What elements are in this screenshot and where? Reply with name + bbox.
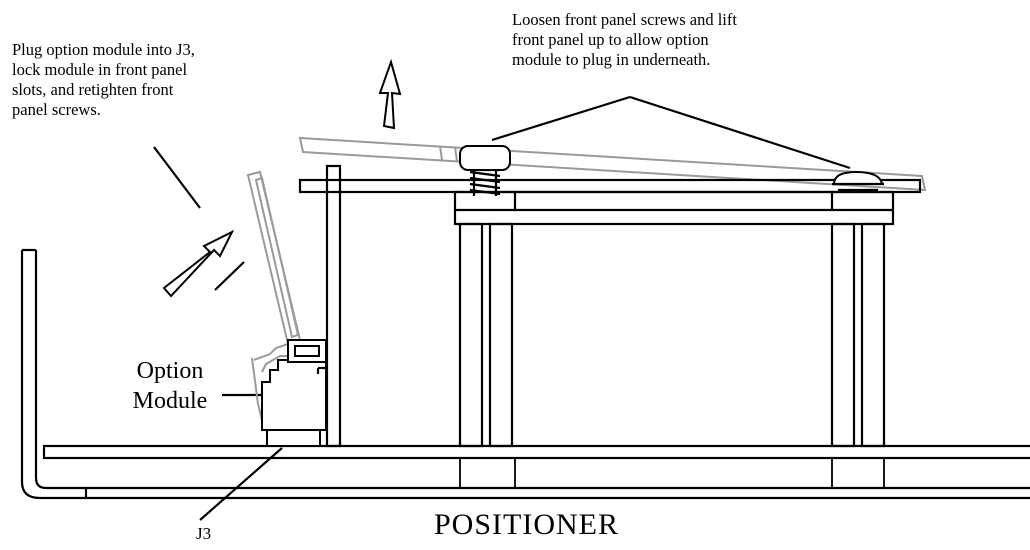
loosen-instruction-line: Loosen front panel screws and lift — [512, 10, 737, 29]
front-panel-assembly — [298, 136, 927, 448]
loosen-instruction-line: module to plug in underneath. — [512, 50, 711, 69]
chassis-base — [20, 248, 1030, 500]
support-columns — [458, 222, 886, 448]
install-instruction-line: lock module in front panel — [12, 60, 188, 79]
j3-label: J3 — [196, 524, 212, 543]
lift-up-arrow-icon — [378, 58, 402, 130]
positioner-label: POSITIONER — [434, 508, 620, 541]
install-instruction-line: slots, and retighten front — [12, 80, 174, 99]
front-panel-post — [325, 164, 342, 448]
lifted-panel-outline — [298, 136, 927, 192]
option-module — [261, 339, 327, 447]
option-module-label-line: Option — [136, 358, 204, 384]
front-panel — [298, 178, 922, 194]
install-instruction-line: Plug option module into J3, — [12, 40, 195, 59]
install-instruction-callout: Plug option module into J3, lock module … — [12, 40, 195, 120]
option-module-label: Option Module — [100, 356, 240, 416]
option-module-label-line: Module — [132, 388, 208, 414]
j3-connector — [266, 429, 321, 447]
panel-screw-right — [832, 170, 884, 192]
insert-arrow-icon — [162, 229, 235, 298]
loosen-instruction-line: front panel up to allow option — [512, 30, 709, 49]
install-instruction-line: panel screws. — [12, 100, 101, 119]
loosen-instruction-callout: Loosen front panel screws and lift front… — [512, 10, 737, 70]
panel-screw-left — [459, 145, 511, 196]
